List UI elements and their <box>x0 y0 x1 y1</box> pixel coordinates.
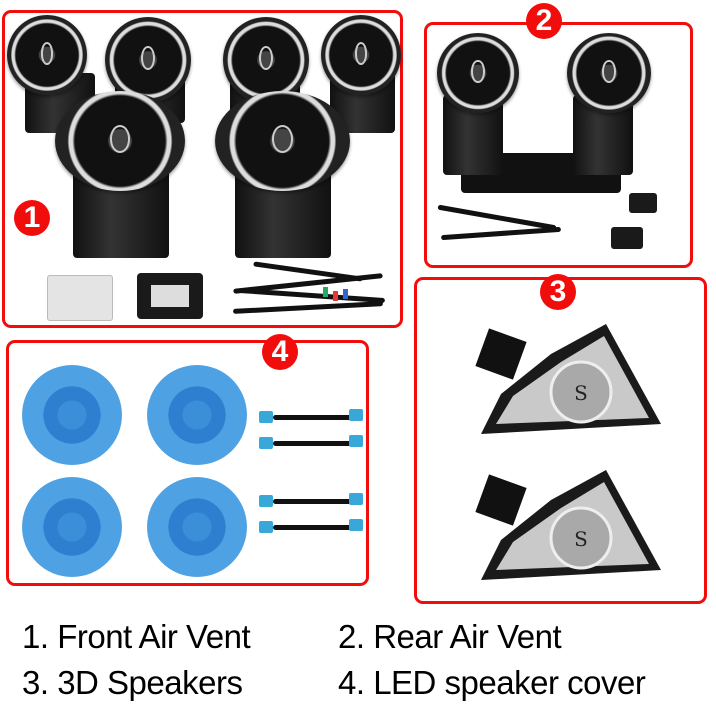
panel-led-speaker-cover <box>6 340 369 586</box>
caption-3d-speakers: 3. 3D Speakers <box>22 664 243 701</box>
clip-2 <box>611 227 643 249</box>
vent-small-4 <box>321 15 401 95</box>
adapter-cable-2 <box>259 435 367 451</box>
badge-4: 4 <box>262 334 298 370</box>
clip-1 <box>629 193 657 213</box>
led-cover-4 <box>147 477 247 577</box>
vent-small-1 <box>7 15 87 95</box>
caption-front-air-vent: 1. Front Air Vent <box>22 618 251 655</box>
vent-large-1 <box>55 91 185 191</box>
adapter-cable-3 <box>259 493 367 509</box>
badge-3: 3 <box>540 274 576 310</box>
panel-rear-air-vent <box>424 22 693 268</box>
adapter-cable-1 <box>259 409 367 425</box>
panel-front-air-vent: 1 <box>2 10 403 328</box>
tweeter-1: S <box>475 324 661 434</box>
led-cover-1 <box>22 365 122 465</box>
badge-2: 2 <box>526 3 562 39</box>
badge-1: 1 <box>14 200 50 236</box>
led-cover-3 <box>22 477 122 577</box>
caption-led-speaker-cover: 4. LED speaker cover <box>338 664 646 701</box>
rear-wiring-harness <box>437 204 567 255</box>
vent-small-2 <box>105 17 191 103</box>
control-module <box>137 273 203 319</box>
panel-3d-speakers: S S <box>414 277 707 604</box>
rear-vent-2 <box>567 33 651 113</box>
adhesive-pad <box>47 275 113 321</box>
vent-small-3 <box>223 17 309 103</box>
wiring-harness <box>232 261 393 327</box>
tweeter-2: S <box>475 470 661 580</box>
vent-large-2 <box>215 91 350 191</box>
adapter-cable-4 <box>259 519 367 535</box>
rear-vent-1 <box>437 33 519 113</box>
svg-text:S: S <box>574 527 588 551</box>
svg-text:S: S <box>574 381 588 405</box>
caption-rear-air-vent: 2. Rear Air Vent <box>338 618 562 655</box>
led-cover-2 <box>147 365 247 465</box>
